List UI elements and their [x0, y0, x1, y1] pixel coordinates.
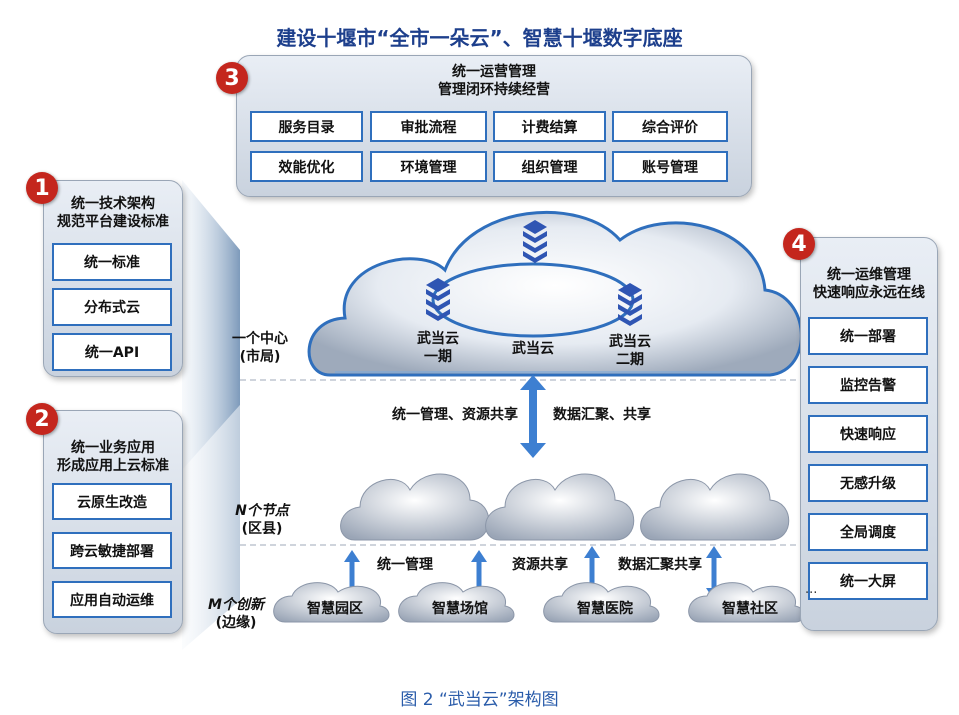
app-item-cloud-native[interactable]: 云原生改造	[52, 483, 172, 520]
ops-item-environment[interactable]: 环境管理	[370, 151, 487, 182]
node-cloud	[340, 473, 490, 541]
ops-item-efficiency[interactable]: 效能优化	[250, 151, 363, 182]
app-item-cross-cloud-deploy[interactable]: 跨云敏捷部署	[52, 532, 172, 569]
edge-cloud-label-community: 智慧社区	[722, 601, 778, 617]
edge-cloud-label-park: 智慧园区	[307, 601, 363, 617]
arch-item-api[interactable]: 统一API	[52, 333, 172, 371]
app-item-auto-ops[interactable]: 应用自动运维	[52, 581, 172, 618]
figure-caption: 图 2 “武当云”架构图	[400, 690, 559, 710]
center-label-line2: (市局)	[239, 349, 281, 365]
arch-item-distributed-cloud[interactable]: 分布式云	[52, 288, 172, 326]
panel-architecture-subtitle: 规范平台建设标准	[57, 214, 169, 230]
maint-item-fast-response[interactable]: 快速响应	[808, 415, 928, 453]
panel-operations-subtitle: 管理闭环持续经营	[438, 82, 550, 98]
maint-item-big-screen[interactable]: 统一大屏	[808, 562, 928, 600]
edge-cloud	[273, 582, 390, 623]
panel-architecture-title: 统一技术架构	[71, 196, 155, 212]
ops-item-approval-flow[interactable]: 审批流程	[370, 111, 487, 142]
n-nodes-label: N个节点 (区县)	[222, 502, 302, 538]
ops-item-billing[interactable]: 计费结算	[493, 111, 606, 142]
page-title: 建设十堰市“全市一朵云”、智慧十堰数字底座	[276, 26, 683, 50]
ellipsis-text: ...	[805, 582, 818, 597]
edge-cloud	[398, 582, 515, 623]
m-edges-label-line1: M个创新	[208, 597, 264, 613]
edge-cloud-label-hospital: 智慧医院	[577, 601, 633, 617]
edge-cloud	[543, 582, 660, 623]
edge-flow-label: 资源共享	[512, 557, 568, 573]
panel-application-title: 统一业务应用	[71, 440, 155, 456]
funnel-shape	[182, 180, 240, 470]
badge-1: 1	[26, 172, 58, 204]
panel-application-subtitle: 形成应用上云标准	[57, 458, 169, 474]
maint-item-seamless-upgrade[interactable]: 无感升级	[808, 464, 928, 502]
main-double-arrow	[520, 375, 546, 458]
panel-maintenance-title: 统一运维管理	[827, 267, 911, 283]
badge-3: 3	[216, 62, 248, 94]
center-label-line1: 一个中心	[232, 331, 288, 347]
edge-flow-label: 数据汇聚共享	[618, 557, 702, 573]
maint-item-global-schedule[interactable]: 全局调度	[808, 513, 928, 551]
node-label-phase1-line1: 武当云	[417, 331, 459, 347]
panel-operations-title: 统一运营管理	[452, 64, 536, 80]
flow-label-right: 数据汇聚、共享	[553, 407, 651, 423]
badge-2: 2	[26, 403, 58, 435]
node-label-phase1-line2: 一期	[424, 349, 452, 365]
funnel-shape-lower	[182, 405, 240, 650]
ops-item-organization[interactable]: 组织管理	[493, 151, 606, 182]
ops-item-account[interactable]: 账号管理	[612, 151, 728, 182]
edge-flow-label: 统一管理	[377, 557, 433, 573]
n-nodes-label-line1: N个节点	[235, 503, 289, 519]
flow-label-left: 统一管理、资源共享	[392, 407, 518, 423]
node-cloud	[640, 473, 790, 541]
node-label-phase2-line2: 二期	[616, 352, 644, 368]
node-label-phase2: 武当云 二期	[598, 333, 662, 369]
center-label: 一个中心 (市局)	[215, 330, 305, 366]
m-edges-label-line2: (边缘)	[215, 615, 257, 631]
node-label-main: 武当云	[512, 341, 554, 357]
node-label-phase2-line1: 武当云	[609, 334, 651, 350]
n-nodes-label-line2: (区县)	[241, 521, 283, 537]
central-cloud	[307, 211, 803, 377]
panel-maintenance-subtitle: 快速响应永远在线	[813, 285, 925, 301]
maint-item-monitor-alert[interactable]: 监控告警	[808, 366, 928, 404]
server-icon-right	[618, 283, 642, 326]
m-edges-label: M个创新 (边缘)	[196, 596, 276, 632]
server-icon-left	[426, 278, 450, 321]
badge-4: 4	[783, 228, 815, 260]
edge-cloud-label-venue: 智慧场馆	[432, 601, 488, 617]
maint-item-deploy[interactable]: 统一部署	[808, 317, 928, 355]
ops-item-service-catalog[interactable]: 服务目录	[250, 111, 363, 142]
node-cloud	[485, 473, 635, 541]
ops-item-evaluation[interactable]: 综合评价	[612, 111, 728, 142]
server-icon-top	[523, 220, 547, 263]
node-label-phase1: 武当云 一期	[406, 330, 470, 366]
arch-item-standard[interactable]: 统一标准	[52, 243, 172, 281]
